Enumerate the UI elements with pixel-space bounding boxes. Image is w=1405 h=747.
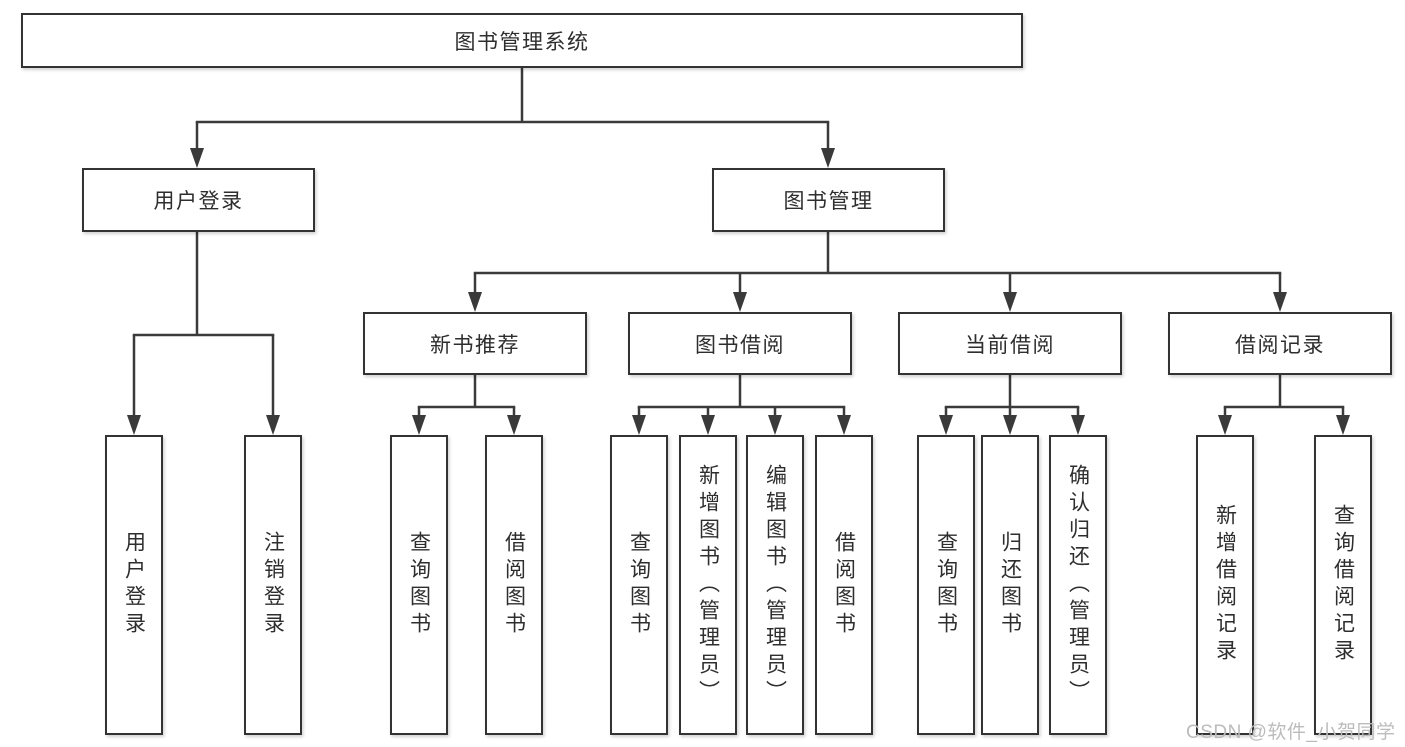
node-book-borrow: 图书借阅 <box>628 312 852 375</box>
connector-bookborrow-to-leaves <box>632 375 851 435</box>
connector-recommend-to-leaves <box>412 375 521 435</box>
leaf-query-books-borrow: 查询图书 <box>610 435 668 735</box>
leaf-return-book: 归还图书 <box>981 435 1039 735</box>
node-new-book-recommend: 新书推荐 <box>363 312 587 375</box>
node-user-login: 用户登录 <box>82 168 315 232</box>
leaf-add-borrow-record: 新增借阅记录 <box>1196 435 1254 735</box>
leaf-confirm-return-admin: 确认归还（管理员） <box>1049 435 1107 735</box>
leaf-edit-book-admin: 编辑图书（管理员） <box>746 435 804 735</box>
node-current-borrow: 当前借阅 <box>898 312 1122 375</box>
leaf-query-books-recommend: 查询图书 <box>390 435 448 735</box>
leaf-borrow-books-recommend: 借阅图书 <box>485 435 543 735</box>
node-library-system: 图书管理系统 <box>21 13 1023 68</box>
connector-bookmgmt-to-level3 <box>468 232 1287 312</box>
node-borrow-records: 借阅记录 <box>1168 312 1392 375</box>
connector-records-to-leaves <box>1218 375 1350 435</box>
leaf-query-borrow-record: 查询借阅记录 <box>1314 435 1372 735</box>
watermark: CSDN @软件_小贺同学 <box>1186 722 1396 743</box>
leaf-borrow-books: 借阅图书 <box>815 435 873 735</box>
node-book-management: 图书管理 <box>712 168 945 232</box>
connector-root-to-level2 <box>190 68 835 168</box>
leaf-add-book-admin: 新增图书（管理员） <box>679 435 737 735</box>
connector-currentborrow-to-leaves <box>939 375 1085 435</box>
leaf-query-books-current: 查询图书 <box>917 435 975 735</box>
leaf-user-login: 用户登录 <box>105 435 163 735</box>
connector-userlogin-to-leaves <box>127 232 280 435</box>
leaf-logout: 注销登录 <box>244 435 302 735</box>
